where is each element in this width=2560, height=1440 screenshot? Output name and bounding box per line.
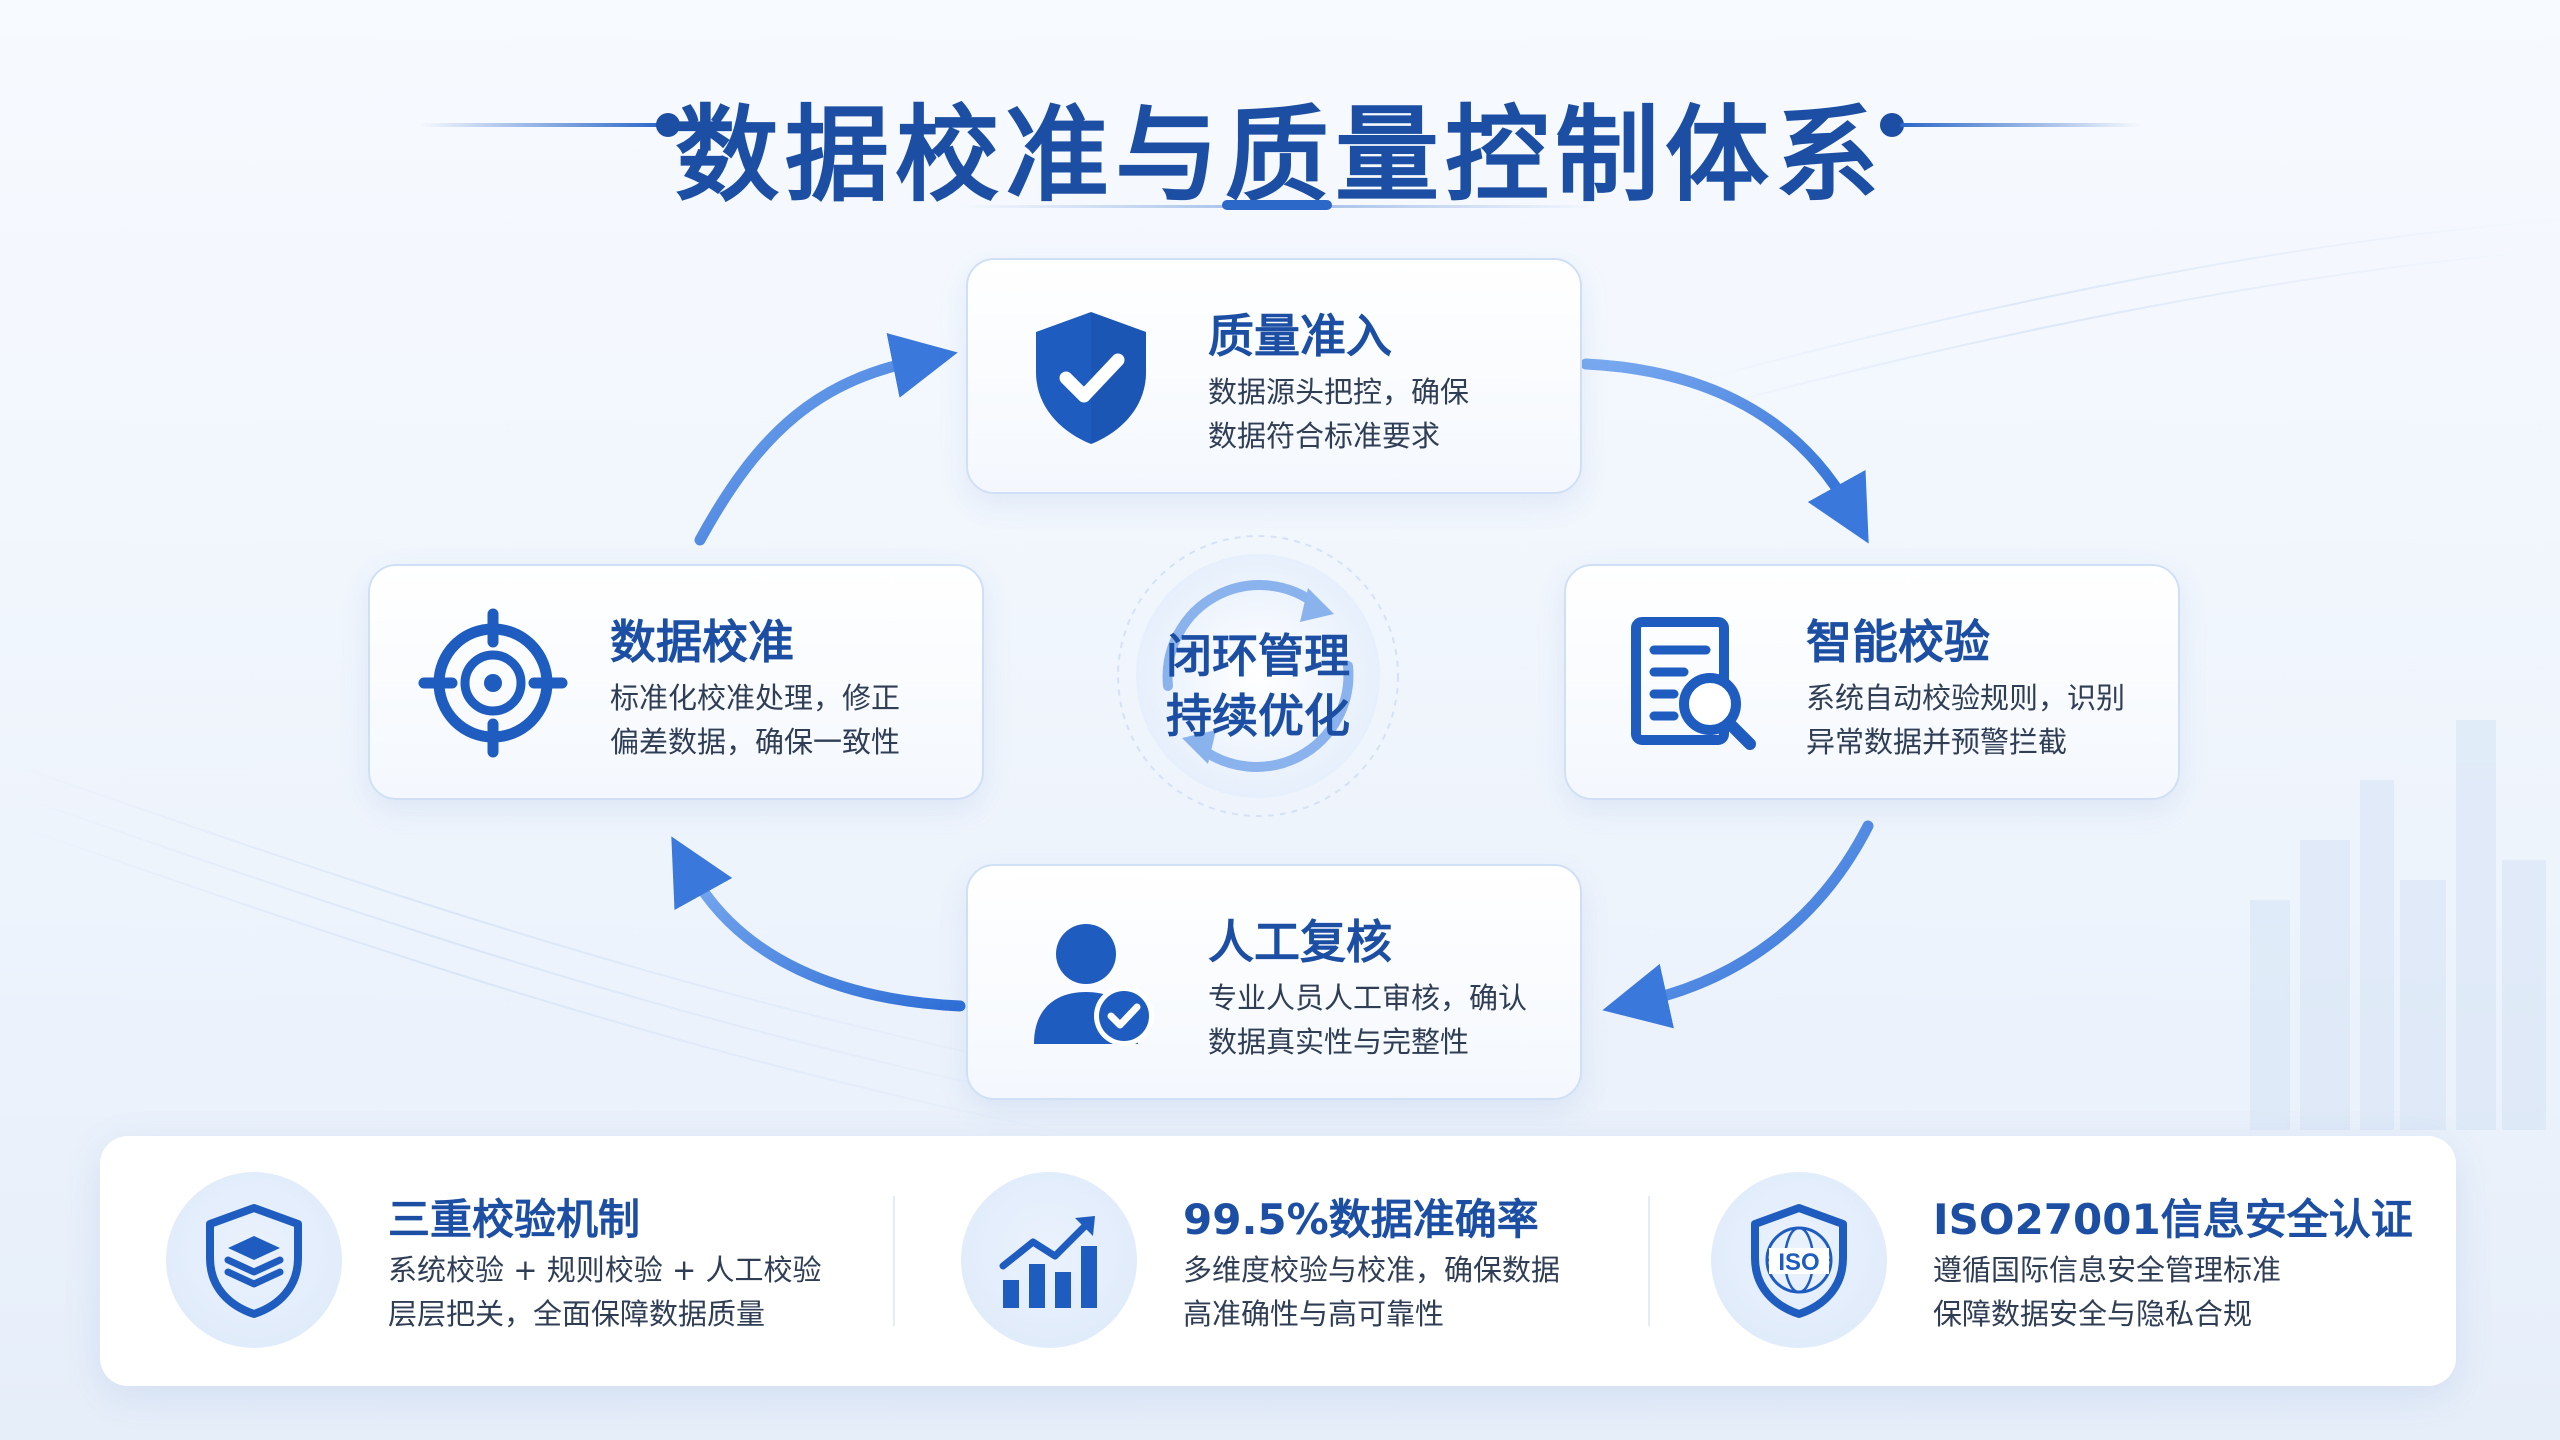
feature-description: 遵循国际信息安全管理标准 保障数据安全与隐私合规 [1933,1248,2281,1336]
user-check-icon [1034,924,1154,1046]
feature-triple-check: 三重校验机制 系统校验 + 规则校验 + 人工校验 层层把关，全面保障数据质量 [100,1136,890,1386]
stage-desc-line-1: 标准化校准处理，修正 [610,681,901,715]
arrow-quality-to-verify [1580,358,1869,544]
layers-shield-icon [206,1204,302,1318]
shield-check-icon [1036,312,1146,444]
center-line-2: 持续优化 [1166,689,1350,743]
stage-desc-line-2: 数据符合标准要求 [1208,419,1441,453]
stage-title: 智能校验 [1806,615,1990,669]
stage-description: 标准化校准处理，修正 偏差数据，确保一致性 [610,676,970,764]
feature-icon-circle [166,1172,342,1348]
stage-title: 人工复核 [1208,915,1392,969]
stage-description: 专业人员人工审核，确认 数据真实性与完整性 [1208,976,1568,1064]
stage-title: 质量准入 [1208,309,1392,363]
feature-title: 三重校验机制 [388,1195,641,1244]
title-area: 数据校准与质量控制体系 [0,50,2560,220]
stage-card-verify: 智能校验 系统自动校验规则，识别 异常数据并预警拦截 [1564,564,2180,800]
arrow-calib-to-quality [694,333,958,546]
feature-divider [1648,1196,1650,1326]
stage-title: 数据校准 [610,615,794,669]
arrow-verify-to-review [1602,820,1874,1029]
feature-description: 系统校验 + 规则校验 + 人工校验 层层把关，全面保障数据质量 [388,1248,821,1336]
feature-desc-line-2: 层层把关，全面保障数据质量 [388,1297,766,1331]
stage-desc-line-1: 专业人员人工审核，确认 [1208,981,1528,1015]
stage-description: 系统自动校验规则，识别 异常数据并预警拦截 [1806,676,2166,764]
stage-card-quality: 质量准入 数据源头把控，确保 数据符合标准要求 [966,258,1582,494]
stage-card-calib: 数据校准 标准化校准处理，修正 偏差数据，确保一致性 [368,564,984,800]
feature-divider [893,1196,895,1326]
title-dot-left [656,113,680,137]
stage-desc-line-2: 数据真实性与完整性 [1208,1025,1470,1059]
feature-iso-cert: ISO ISO27001信息安全认证 遵循国际信息安全管理标准 保障数据安全与隐… [1645,1136,2445,1386]
document-search-icon [1631,617,1756,750]
iso-badge-icon: ISO [1751,1204,1847,1318]
stage-desc-line-2: 偏差数据，确保一致性 [610,725,901,759]
stage-card-review: 人工复核 专业人员人工审核，确认 数据真实性与完整性 [966,864,1582,1100]
cycle-arrows-icon [1117,535,1399,817]
feature-desc-line-1: 多维度校验与校准，确保数据 [1183,1253,1561,1287]
target-icon [418,608,568,758]
feature-icon-circle: ISO [1711,1172,1887,1348]
bar-chart-growth-icon [999,1216,1097,1308]
center-loop: 闭环管理 持续优化 [1108,526,1408,826]
page-title: 数据校准与质量控制体系 [674,94,1885,216]
title-line-right [1900,123,2140,127]
feature-desc-line-2: 保障数据安全与隐私合规 [1933,1297,2253,1331]
feature-accuracy: 99.5%数据准确率 多维度校验与校准，确保数据 高准确性与高可靠性 [895,1136,1645,1386]
center-label: 闭环管理 持续优化 [1108,626,1408,746]
feature-icon-circle [961,1172,1137,1348]
feature-title: ISO27001信息安全认证 [1933,1195,2413,1244]
title-underline-accent [1222,200,1332,210]
stage-desc-line-2: 异常数据并预警拦截 [1806,725,2068,759]
feature-description: 多维度校验与校准，确保数据 高准确性与高可靠性 [1183,1248,1560,1336]
title-line-left [420,123,660,127]
stage-description: 数据源头把控，确保 数据符合标准要求 [1208,370,1568,458]
feature-desc-line-2: 高准确性与高可靠性 [1183,1297,1445,1331]
feature-desc-line-1: 系统校验 + 规则校验 + 人工校验 [388,1253,822,1287]
iso-badge-text: ISO [1778,1249,1819,1276]
stage-desc-line-1: 数据源头把控，确保 [1208,375,1470,409]
center-line-1: 闭环管理 [1166,629,1350,683]
feature-desc-line-1: 遵循国际信息安全管理标准 [1933,1253,2282,1287]
arrow-review-to-calib [671,836,966,1012]
stage-desc-line-1: 系统自动校验规则，识别 [1806,681,2126,715]
feature-title: 99.5%数据准确率 [1183,1195,1539,1244]
features-panel: 三重校验机制 系统校验 + 规则校验 + 人工校验 层层把关，全面保障数据质量 … [100,1136,2456,1386]
